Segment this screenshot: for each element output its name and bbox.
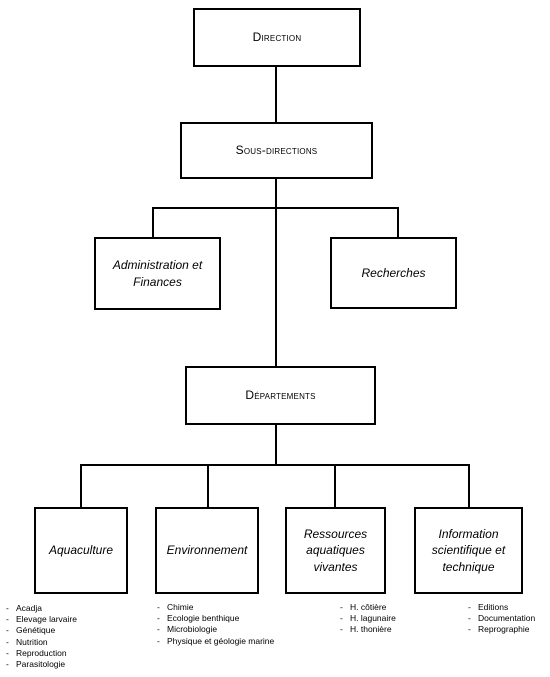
list-item: Ecologie benthique — [157, 613, 274, 624]
list-item: Génétique — [6, 625, 77, 636]
departements-box: Départements — [185, 366, 376, 425]
list-item: Microbiologie — [157, 624, 274, 635]
ressources-subunits: H. côtière H. lagunaire H. thonière — [340, 602, 396, 636]
list-item: Acadja — [6, 603, 77, 614]
list-item: H. lagunaire — [340, 613, 396, 624]
department-box-ressources: Ressources aquatiques vivantes — [285, 507, 386, 594]
department-label: Ressources aquatiques vivantes — [303, 527, 368, 574]
department-box-aquaculture: Aquaculture — [34, 507, 128, 594]
list-item: H. thonière — [340, 624, 396, 635]
list-item: Documentation — [468, 613, 535, 624]
department-label: Aquaculture — [48, 543, 114, 558]
direction-box: Direction — [193, 8, 361, 67]
sous-directions-box: Sous-directions — [180, 122, 373, 179]
information-subunits: Editions Documentation Reprographie — [468, 602, 535, 636]
direction-label: Direction — [252, 30, 302, 45]
list-item: Nutrition — [6, 637, 77, 648]
administration-finances-box: Administration et Finances — [94, 237, 221, 310]
department-label: Information scientifique et technique — [431, 527, 506, 574]
recherches-box: Recherches — [330, 237, 457, 309]
list-item: Reproduction — [6, 648, 77, 659]
administration-finances-label: Administration et Finances — [112, 258, 203, 289]
department-box-information: Information scientifique et technique — [414, 507, 523, 594]
aquaculture-subunits: Acadja Elevage larvaire Génétique Nutrit… — [6, 603, 77, 670]
list-item: Elevage larvaire — [6, 614, 77, 625]
list-item: Chimie — [157, 602, 274, 613]
department-label: Environnement — [166, 543, 248, 558]
list-item: Editions — [468, 602, 535, 613]
recherches-label: Recherches — [361, 265, 426, 280]
environnement-subunits: Chimie Ecologie benthique Microbiologie … — [157, 602, 274, 647]
list-item: Physique et géologie marine — [157, 636, 274, 647]
departements-label: Départements — [245, 388, 316, 403]
list-item: Reprographie — [468, 624, 535, 635]
sous-directions-label: Sous-directions — [235, 143, 318, 158]
list-item: H. côtière — [340, 602, 396, 613]
department-box-environnement: Environnement — [155, 507, 259, 594]
list-item: Parasitologie — [6, 659, 77, 670]
